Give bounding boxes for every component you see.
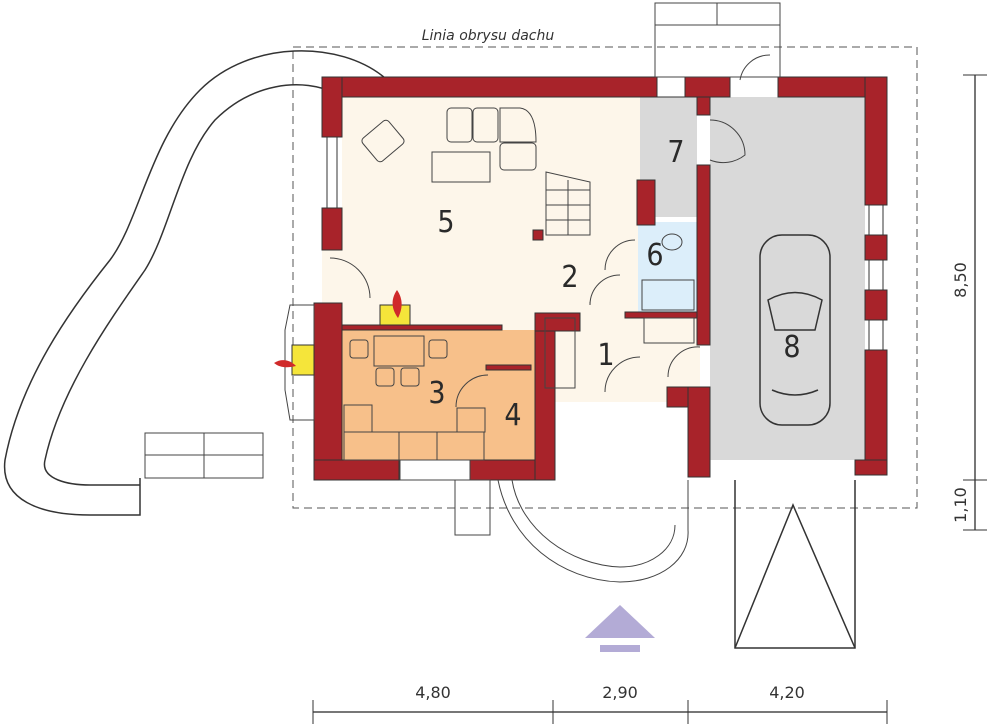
fire-icon — [392, 290, 402, 318]
entrance-arrow-icon — [585, 605, 655, 652]
car-icon — [759, 234, 831, 426]
room-6-bathroom — [638, 222, 697, 314]
room-number-2: 2 — [561, 260, 578, 295]
room-number-1: 1 — [597, 338, 614, 373]
dimension-label: 1,10 — [951, 487, 970, 523]
garden-path — [3, 50, 386, 516]
dimension-label: 8,50 — [951, 262, 970, 298]
roof-outline — [292, 46, 918, 509]
room-number-3: 3 — [428, 376, 445, 411]
room-number-6: 6 — [646, 238, 663, 273]
room-5-living — [342, 97, 640, 330]
outdoor-grill — [284, 304, 315, 421]
room-number-4: 4 — [504, 398, 521, 433]
furniture — [343, 107, 695, 481]
window — [326, 136, 338, 209]
room-number-8: 8 — [783, 330, 800, 365]
doors — [329, 54, 771, 583]
dimension-label: 2,90 — [602, 683, 638, 702]
walls — [313, 76, 888, 481]
dimension-line-right — [963, 74, 987, 531]
room-number-5: 5 — [437, 205, 454, 240]
roof-outline-label: Linia obrysu dachu — [422, 28, 555, 44]
room-number-7: 7 — [667, 135, 684, 170]
dimension-label: 4,80 — [415, 683, 451, 702]
room-8-garage — [710, 97, 865, 460]
dimension-line-bottom — [312, 700, 888, 724]
dimension-label: 4,20 — [769, 683, 805, 702]
parking-area — [734, 480, 856, 649]
